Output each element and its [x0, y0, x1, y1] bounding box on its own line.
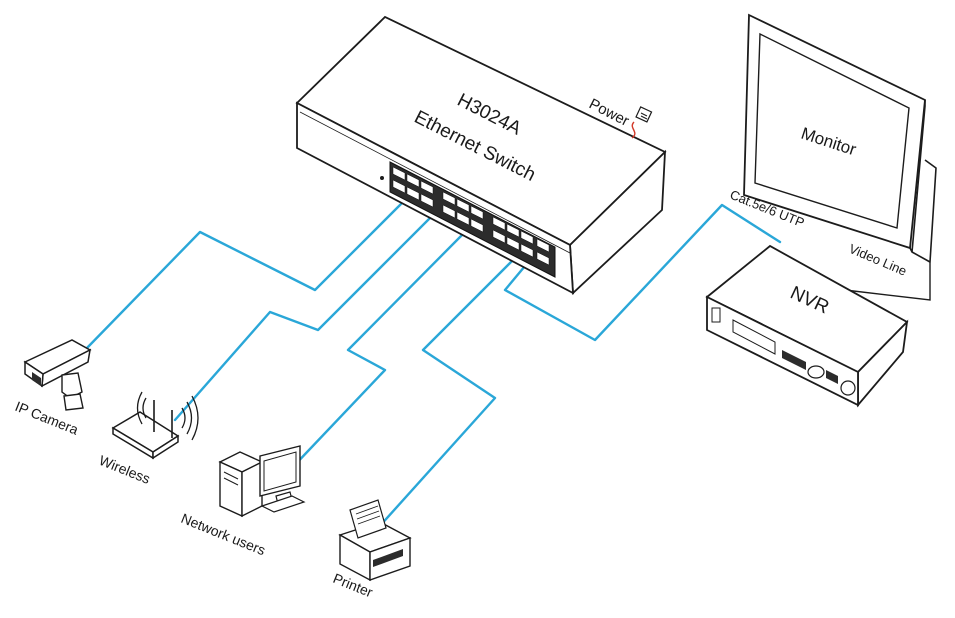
cable-wireless — [173, 203, 432, 422]
wireless-router-icon: Wireless — [97, 391, 199, 487]
nvr-device: NVR — [705, 244, 909, 408]
video-line-label: Video Line — [847, 241, 909, 279]
cables — [83, 188, 782, 530]
cable-nvr — [503, 203, 782, 342]
power-cable — [631, 121, 636, 139]
network-users-icon: Network users — [179, 445, 306, 558]
ip-camera-icon: IP Camera — [13, 339, 92, 438]
network-users-label: Network users — [179, 510, 268, 558]
printer-icon: Printer — [331, 499, 412, 600]
cable-printer — [376, 246, 517, 530]
monitor-device: Monitor — [743, 13, 937, 263]
cable-network-users — [288, 220, 467, 472]
ethernet-switch: H3024A Ethernet Switch Power — [295, 15, 667, 295]
video-line — [844, 262, 931, 301]
wireless-label: Wireless — [97, 452, 153, 487]
switch-ports — [392, 166, 550, 266]
cable-ip-camera — [83, 188, 407, 352]
